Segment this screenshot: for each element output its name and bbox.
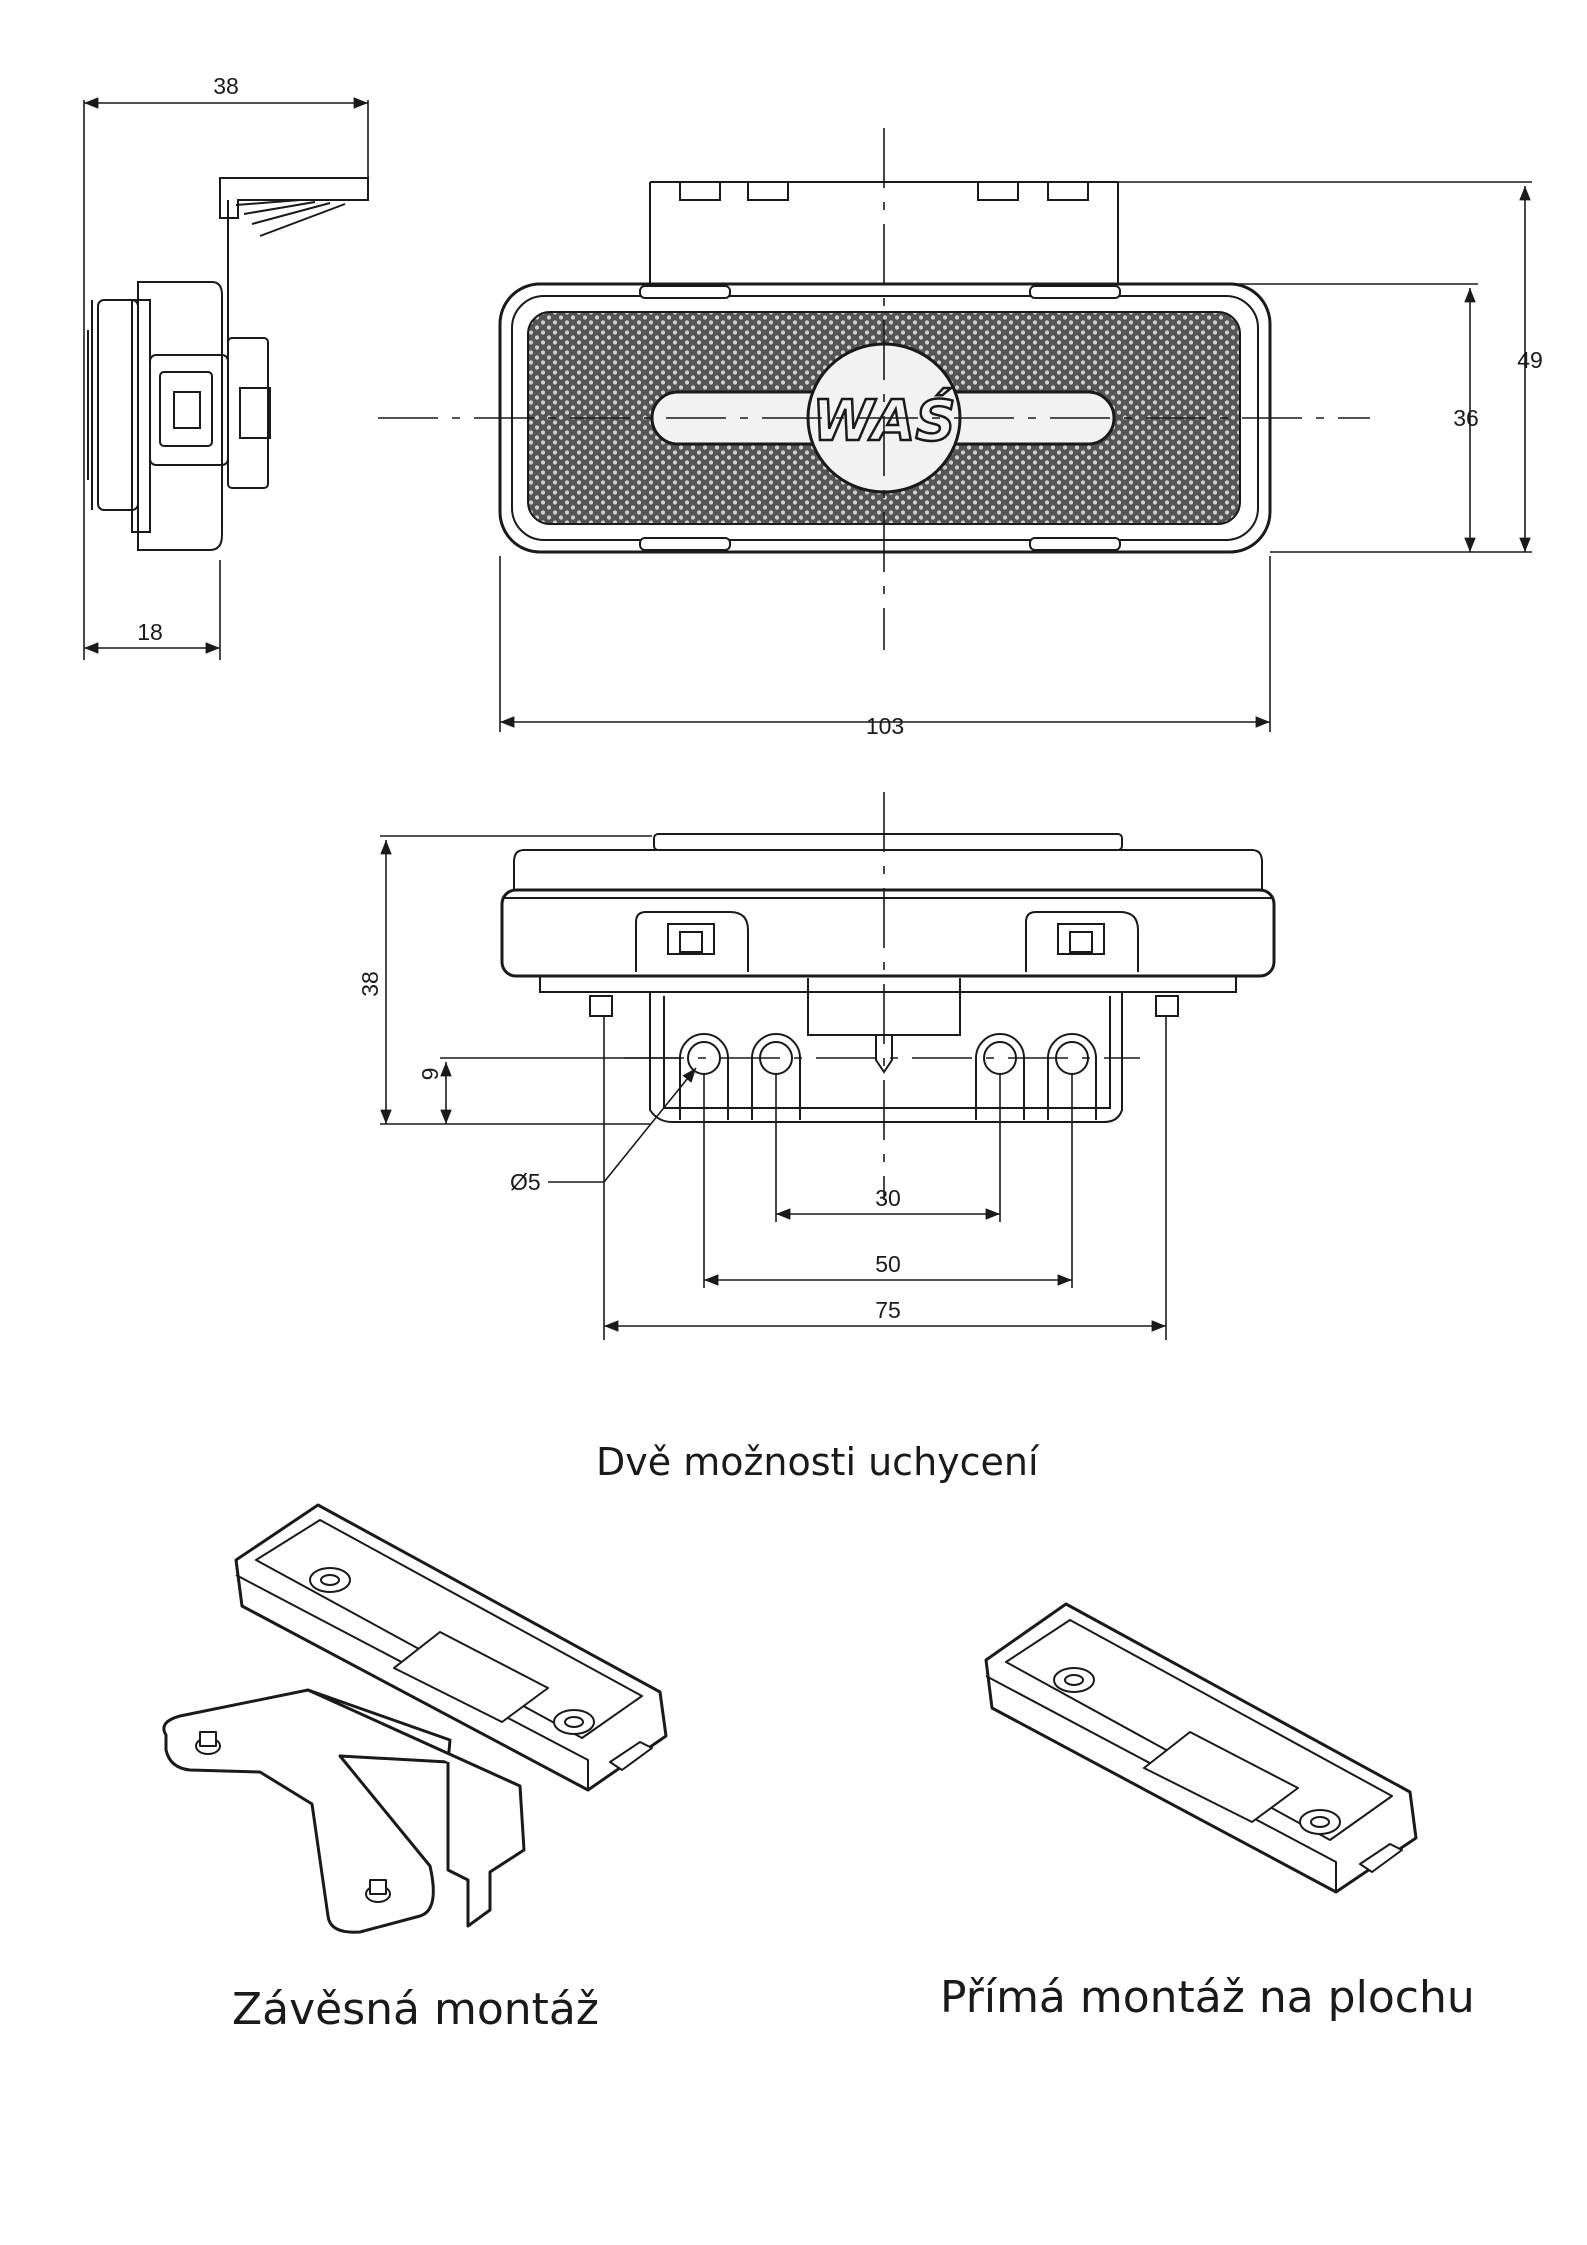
front-view-dimensions [499,181,1532,732]
bottom-view-dimensions [380,792,1167,1340]
front-view-centerlines [378,128,1370,650]
side-view [87,177,369,551]
dim-bottom-height-38: 38 [357,971,383,997]
dim-side-depth-18: 18 [137,619,163,645]
caption-hanging-mount: Závěsná montáž [232,1984,599,2035]
dim-spacing-50: 50 [875,1251,901,1277]
dim-total-height-49: 49 [1517,347,1543,373]
dim-lens-height-36: 36 [1453,405,1479,431]
dim-spacing-30: 30 [875,1185,901,1211]
caption-surface-mount: Přímá montáž na plochu [940,1972,1475,2023]
dim-hole-diameter: Ø5 [510,1169,541,1195]
caption-mounting-options: Dvě možnosti uchycení [596,1440,1039,1484]
dim-spacing-75: 75 [875,1297,901,1323]
dim-slot-offset-9: 9 [417,1068,443,1081]
front-view: WAŚ [498,181,1272,554]
side-view-dimensions [83,97,369,660]
surface-mount-illustration [984,1602,1418,1894]
bottom-view [500,833,1276,1123]
hanging-mount-illustration [162,1503,668,1934]
dim-front-width-103: 103 [866,713,904,739]
dim-side-width-38: 38 [213,73,239,99]
